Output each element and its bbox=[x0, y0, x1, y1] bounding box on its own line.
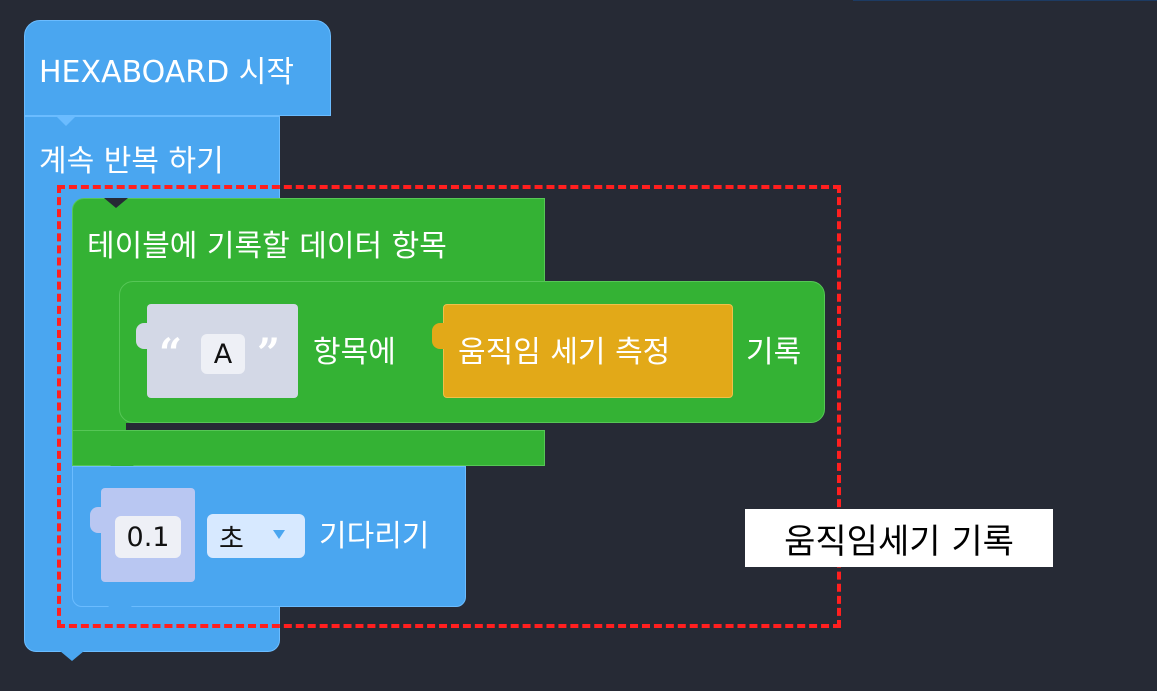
item-key-field[interactable]: A bbox=[201, 334, 245, 374]
block-notch-icon bbox=[56, 116, 76, 126]
block-notch-icon bbox=[60, 651, 84, 661]
number-block[interactable]: 0.1 bbox=[101, 488, 195, 582]
close-quote-icon: ” bbox=[257, 330, 281, 377]
wait-value-field[interactable]: 0.1 bbox=[115, 516, 181, 558]
item-suffix-label: 항목에 bbox=[313, 335, 396, 370]
block-notch-icon bbox=[104, 198, 128, 208]
unit-dropdown-value: 초 bbox=[219, 523, 244, 555]
chevron-down-icon bbox=[273, 530, 285, 539]
workspace-right-area bbox=[853, 0, 1157, 691]
hexaboard-start-block[interactable]: HEXABOARD 시작 bbox=[24, 20, 331, 116]
sensor-label: 움직임 세기 측정 bbox=[458, 335, 671, 370]
puzzle-tab-icon bbox=[432, 323, 446, 349]
wait-label: 기다리기 bbox=[319, 519, 430, 554]
puzzle-tab-icon bbox=[136, 323, 150, 349]
item-record-bottom-shadow bbox=[126, 423, 545, 432]
start-block-label: HEXABOARD 시작 bbox=[39, 55, 294, 90]
motion-sensor-block[interactable]: 움직임 세기 측정 bbox=[443, 304, 733, 398]
table-record-label: 테이블에 기록할 데이터 항목 bbox=[87, 229, 447, 264]
annotation-label: 움직임세기 기록 bbox=[745, 509, 1053, 567]
unit-dropdown[interactable]: 초 bbox=[207, 514, 305, 558]
block-notch-icon bbox=[108, 606, 132, 616]
text-string-block[interactable]: “ A ” bbox=[147, 304, 298, 398]
table-record-bottom-arm bbox=[72, 430, 545, 466]
record-label: 기록 bbox=[746, 335, 802, 370]
puzzle-tab-icon bbox=[90, 507, 104, 533]
annotation-highlight-box bbox=[57, 185, 841, 628]
open-quote-icon: “ bbox=[159, 330, 183, 377]
forever-block-label: 계속 반복 하기 bbox=[39, 144, 224, 179]
